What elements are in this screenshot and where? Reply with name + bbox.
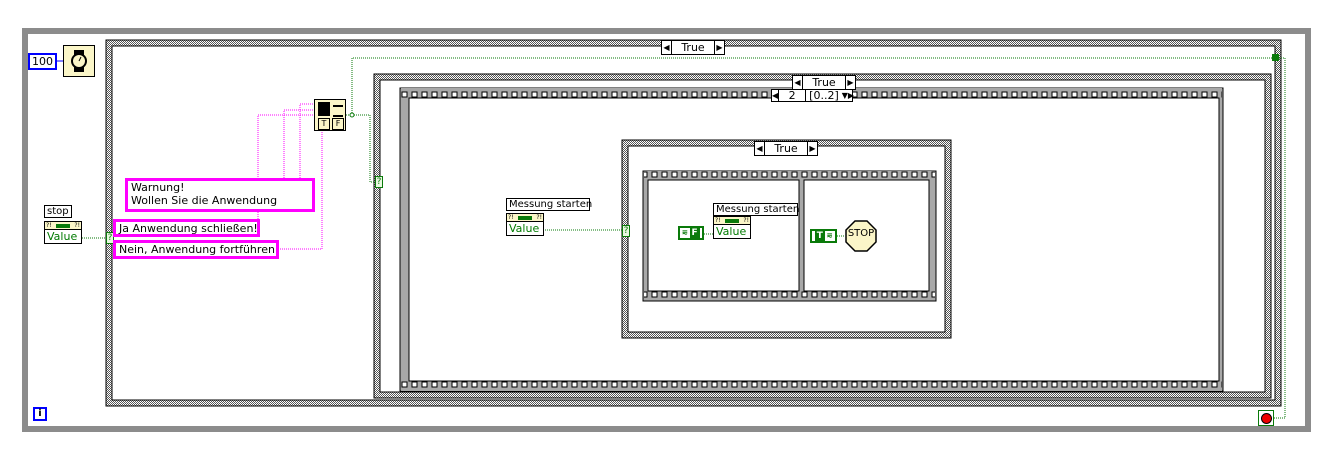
yes-string-constant[interactable]: Ja Anwendung schließen! [113,219,260,237]
prev-case-icon[interactable]: ◀ [794,78,801,87]
next-frame-icon[interactable]: ▶ [847,91,855,100]
prev-frame-icon[interactable]: ◀ [772,91,779,100]
measure-control-label: Messung starten [506,198,592,211]
measure-local-property-node[interactable]: ?!?! Value [713,216,751,239]
true-constant[interactable]: T⩳ [810,229,837,243]
next-case-icon[interactable]: ▶ [809,144,816,153]
next-case-icon[interactable]: ▶ [847,78,854,87]
wait-constant[interactable]: 100 [28,53,57,70]
measure-control-property-node[interactable]: ?!?! Value [506,213,544,236]
stop-control-label: stop [44,205,72,218]
innermost-case-selector[interactable]: ◀True▶ [754,141,818,156]
two-button-dialog-icon[interactable]: T F [314,99,346,131]
outer-case-selector[interactable]: ◀True▶ [661,40,725,55]
case-selector-terminal[interactable]: ? [106,232,114,244]
false-constant[interactable]: ⩳F [678,226,704,240]
info-icon[interactable]: i [33,407,47,421]
prev-case-icon[interactable]: ◀ [756,144,763,153]
measure-local-label: Messung starten [713,203,799,216]
innermost-case-selector-terminal[interactable]: ? [622,225,630,237]
message-string-constant[interactable]: Warnung! Wollen Sie die Anwendung [125,178,315,212]
inner-case-selector[interactable]: ◀True▶ [792,75,856,90]
prev-case-icon[interactable]: ◀ [663,43,670,52]
no-string-constant[interactable]: Nein, Anwendung fortführen [113,240,279,259]
loop-stop-terminal-icon[interactable] [1258,410,1274,426]
wait-ms-clock-icon[interactable] [63,45,95,77]
next-case-icon[interactable]: ▶ [716,43,723,52]
stop-function-icon[interactable]: STOP [845,220,877,252]
sequence-frame-selector[interactable]: ◀ 2 [0..2] ▼ ▶ [771,89,855,102]
stop-control-property-node[interactable]: ?!?! Value [44,221,82,244]
inner-case-selector-terminal[interactable]: ? [375,176,383,188]
while-loop [22,28,1311,432]
dropdown-icon[interactable]: ▼ [841,91,848,100]
